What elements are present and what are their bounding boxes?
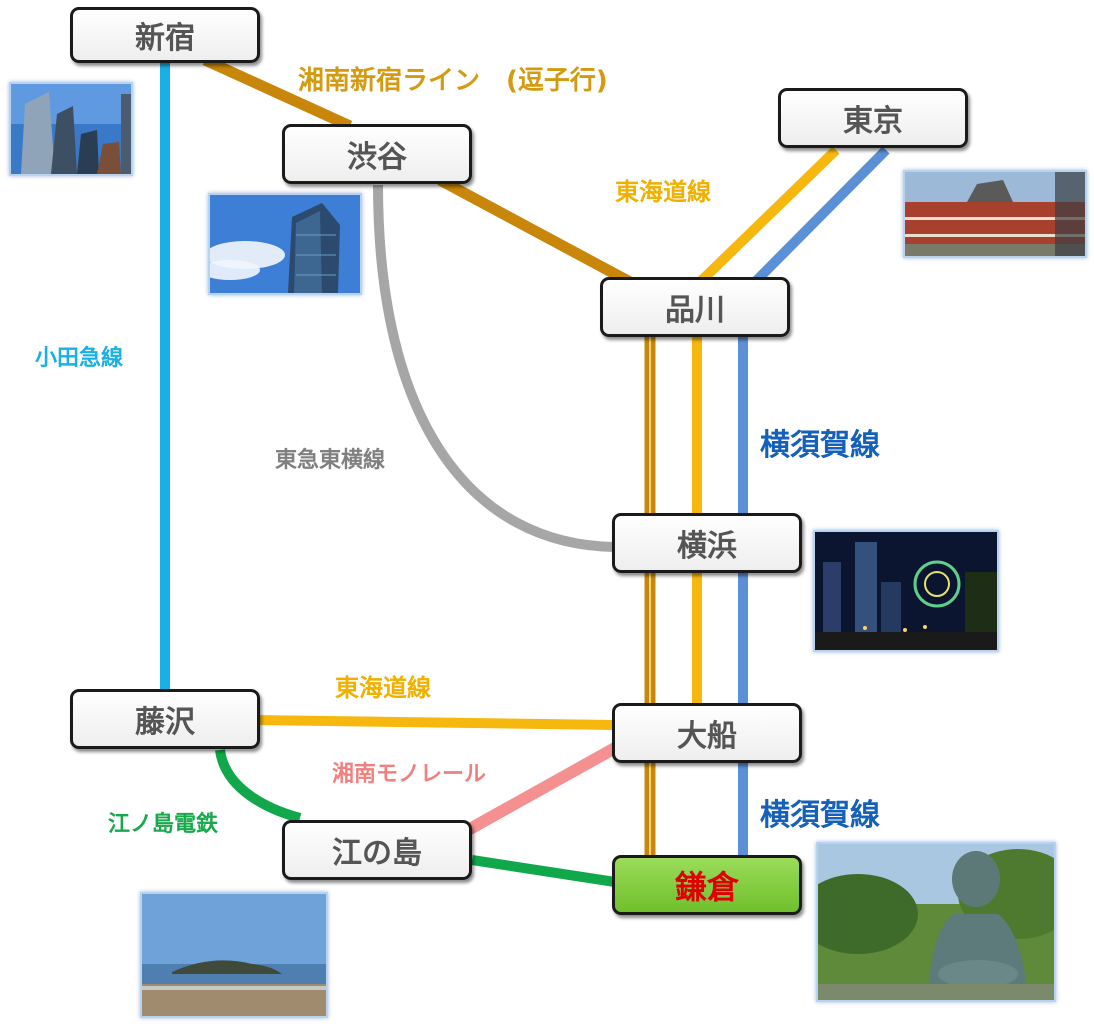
label-shonan-monorail: 湘南モノレール [332,756,486,788]
toyoko-line [378,185,615,547]
shonan-monorail-line [468,748,615,830]
kamakura-buddha-photo [816,842,1056,1002]
enoshima-island-photo [140,892,328,1018]
label-tokaido-line-upper: 東海道線 [615,172,711,207]
station-ofuna[interactable]: 大船 [612,703,802,763]
label-odakyu-line: 小田急線 [35,340,123,372]
station-shinjuku[interactable]: 新宿 [70,7,260,63]
label-shonan-shinjuku-line: 湘南新宿ライン (逗子行) [298,60,608,97]
label-yokosuka-line-upper: 横須賀線 [760,420,880,464]
station-fujisawa[interactable]: 藤沢 [70,689,260,749]
label-tokaido-line-lower: 東海道線 [335,668,431,703]
station-shibuya[interactable]: 渋谷 [282,124,472,184]
tokaido-line-fujisawa [255,720,615,725]
label-toyoko-line: 東急東横線 [275,442,385,474]
station-yokohama[interactable]: 横浜 [612,513,802,573]
shonan-shinjuku-line-middle [440,180,630,282]
label-yokosuka-line-lower: 横須賀線 [760,790,880,834]
tokyo-station-photo [903,170,1087,258]
station-enoshima[interactable]: 江の島 [282,820,472,880]
shinjuku-skyscrapers-photo [9,82,133,176]
enoden-line-fujisawa [220,750,300,818]
station-kamakura[interactable]: 鎌倉 [612,855,802,915]
shibuya-tower-photo [208,193,362,295]
enoden-line-kamakura [472,860,615,882]
station-shinagawa[interactable]: 品川 [600,277,790,337]
yokohama-night-photo [813,530,999,652]
station-tokyo[interactable]: 東京 [778,88,968,148]
label-enoden-line: 江ノ島電鉄 [108,806,218,838]
